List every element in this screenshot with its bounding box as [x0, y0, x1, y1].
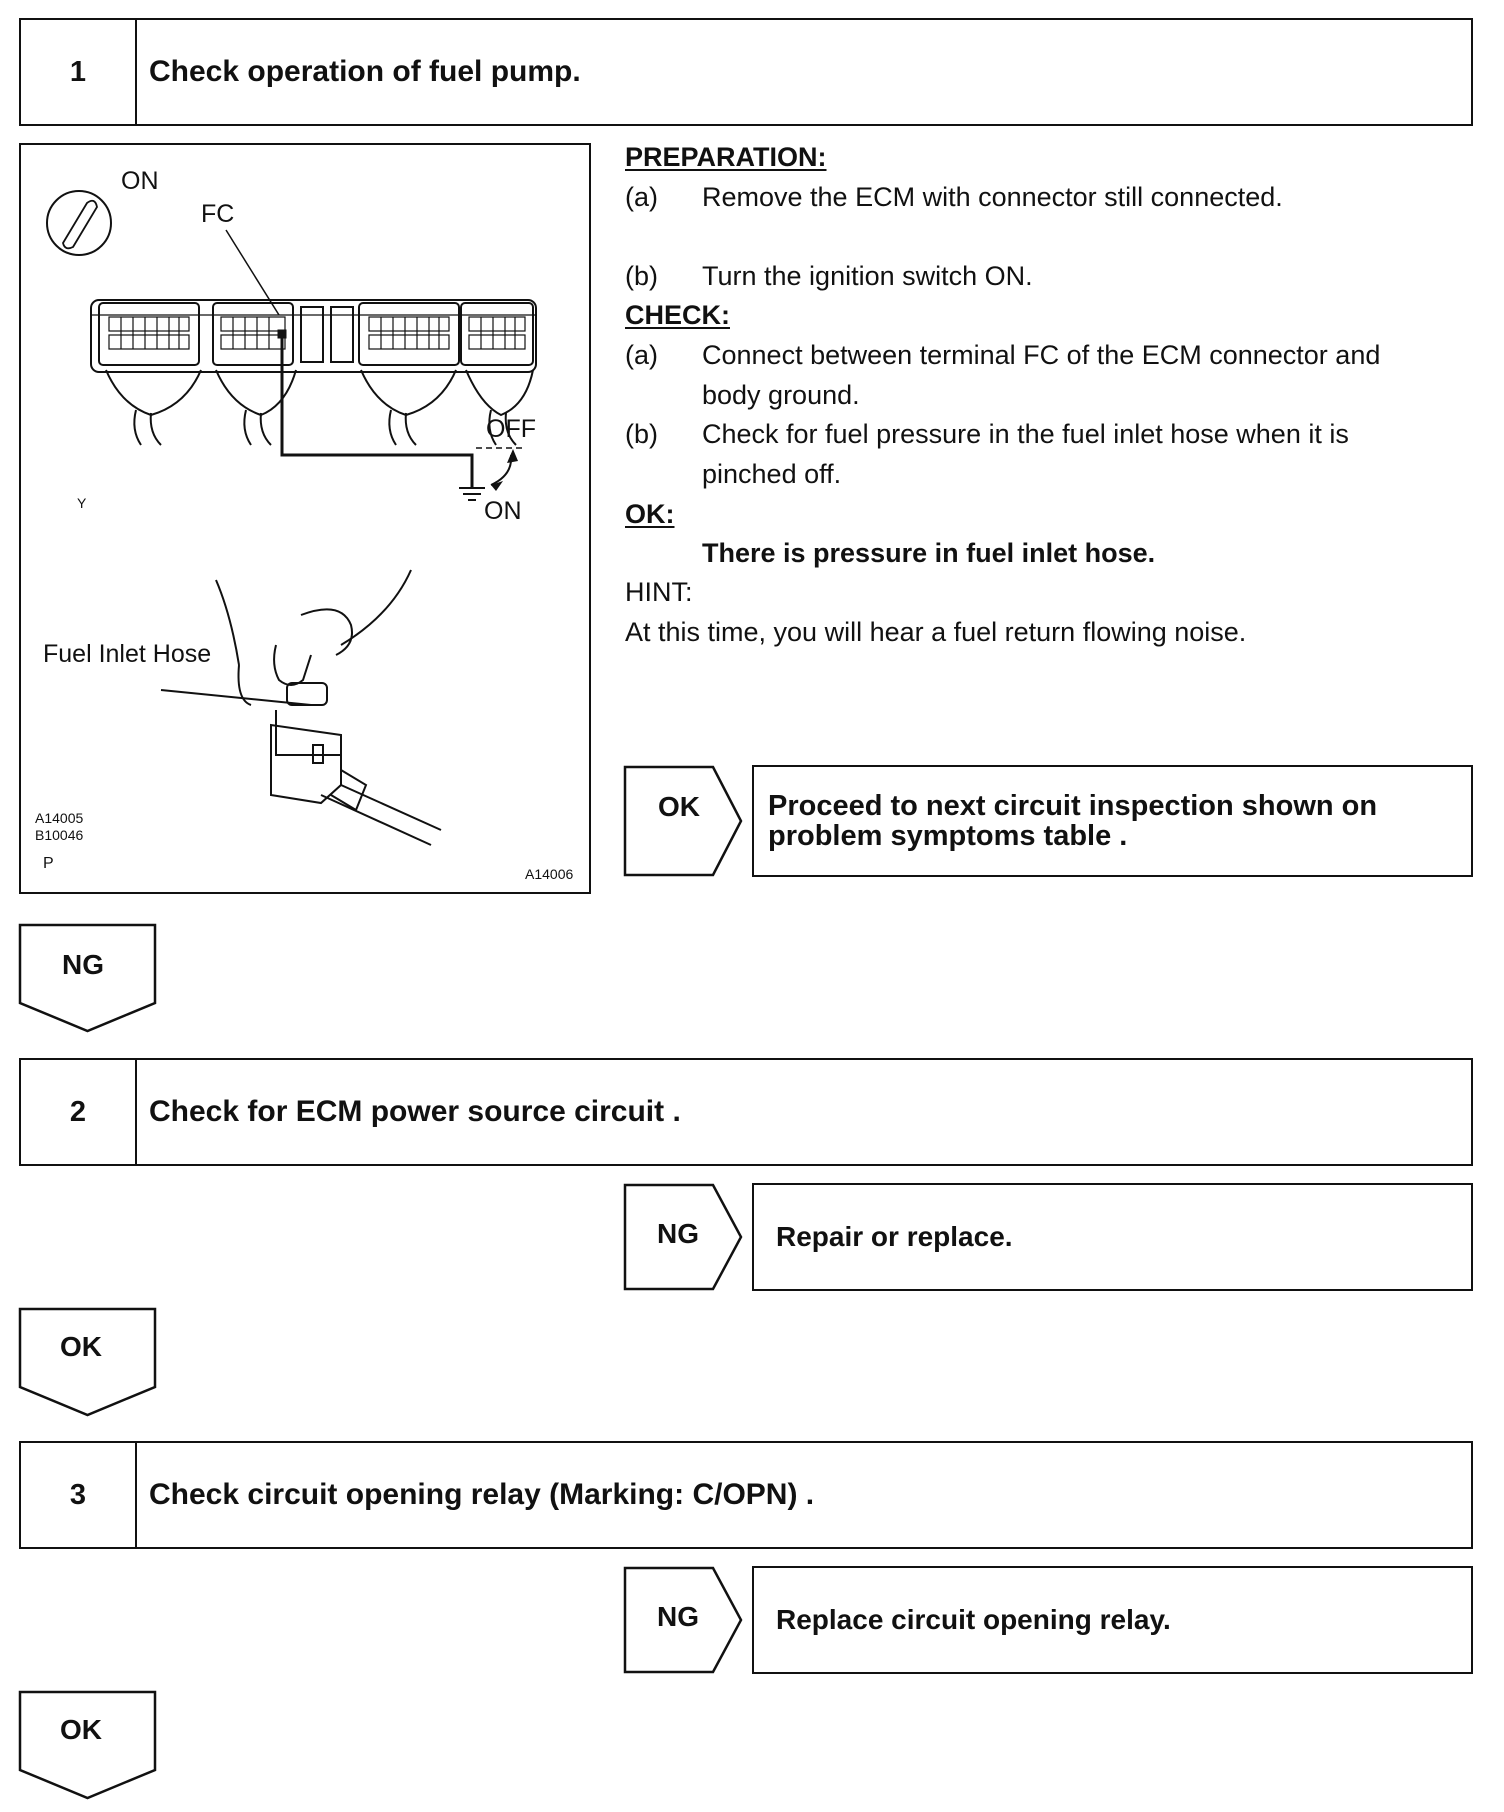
step-number: 3	[21, 1443, 137, 1547]
step-2-header: 2 Check for ECM power source circuit .	[19, 1058, 1473, 1166]
check-b-line2: pinched off.	[702, 459, 842, 489]
result-ok-line1: Proceed to next circuit inspection shown…	[768, 790, 1378, 822]
figure-label-fuel-inlet-hose: Fuel Inlet Hose	[43, 640, 212, 668]
hand-pinching-hose-icon	[160, 569, 442, 846]
prep-a-text: Remove the ECM with connector still conn…	[702, 182, 1283, 212]
down-arrow-ok-3	[18, 1690, 157, 1800]
check-b-label: (b)	[625, 419, 658, 449]
step-1-header: 1 Check operation of fuel pump.	[19, 18, 1473, 126]
step-title: Check operation of fuel pump.	[149, 55, 581, 88]
ecm-connector-icon	[90, 299, 537, 446]
figure-label-fc: FC	[201, 200, 235, 228]
figure-label-on: ON	[484, 497, 522, 525]
result-ng-text-2: Repair or replace.	[776, 1221, 1013, 1252]
down-arrow-ng	[18, 923, 157, 1033]
figure-label-on-switch: ON	[121, 167, 159, 195]
jumper-wire-icon	[225, 229, 526, 501]
step-number: 2	[21, 1060, 137, 1164]
result-ok-arrow	[623, 765, 743, 877]
result-ng-arrow-3	[623, 1566, 743, 1674]
figure-label-p: P	[43, 855, 54, 872]
step-number: 1	[21, 20, 137, 124]
result-ok-box: Proceed to next circuit inspection shown…	[752, 765, 1473, 877]
result-ok-label: OK	[658, 791, 700, 822]
down-arrow-ok-2	[18, 1307, 157, 1417]
check-heading: CHECK:	[625, 300, 730, 330]
hint-heading: HINT:	[625, 577, 693, 607]
ignition-switch-icon	[46, 190, 112, 256]
figure-code-corner: A14006	[525, 866, 574, 882]
check-a-label: (a)	[625, 340, 658, 370]
prep-b-text: Turn the ignition switch ON.	[702, 261, 1033, 291]
step-3-header: 3 Check circuit opening relay (Marking: …	[19, 1441, 1473, 1549]
ok-text: There is pressure in fuel inlet hose.	[702, 538, 1156, 568]
result-ng-label-3: NG	[657, 1601, 699, 1632]
preparation-heading: PREPARATION:	[625, 142, 827, 172]
check-b-line1: Check for fuel pressure in the fuel inle…	[702, 419, 1349, 449]
check-a-line1: Connect between terminal FC of the ECM c…	[702, 340, 1381, 370]
step-title: Check circuit opening relay (Marking: C/…	[149, 1478, 815, 1511]
result-ng-text-3: Replace circuit opening relay.	[776, 1604, 1171, 1635]
step-title: Check for ECM power source circuit .	[149, 1095, 681, 1128]
down-arrow-ok-label-3: OK	[60, 1714, 102, 1745]
inspection-figure: ON FC OFF ON Y Fuel Inlet Hose A14005 B1…	[19, 143, 591, 894]
result-ng-box-2: Repair or replace.	[752, 1183, 1473, 1291]
result-ng-arrow-2	[623, 1183, 743, 1291]
hint-text: At this time, you will hear a fuel retur…	[625, 617, 1247, 647]
down-arrow-ng-label: NG	[62, 949, 104, 980]
prep-a-label: (a)	[625, 182, 658, 212]
prep-b-label: (b)	[625, 261, 658, 291]
figure-label-y: Y	[77, 495, 87, 511]
down-arrow-ok-label-2: OK	[60, 1331, 102, 1362]
figure-code-1: A14005	[35, 810, 84, 826]
result-ng-box-3: Replace circuit opening relay.	[752, 1566, 1473, 1674]
figure-code-2: B10046	[35, 827, 84, 843]
result-ng-label-2: NG	[657, 1218, 699, 1249]
figure-label-off: OFF	[486, 415, 536, 443]
figure-drawing	[46, 190, 537, 846]
ok-heading: OK:	[625, 499, 675, 529]
result-ok-line2: problem symptoms table .	[768, 820, 1128, 852]
check-a-line2: body ground.	[702, 380, 860, 410]
